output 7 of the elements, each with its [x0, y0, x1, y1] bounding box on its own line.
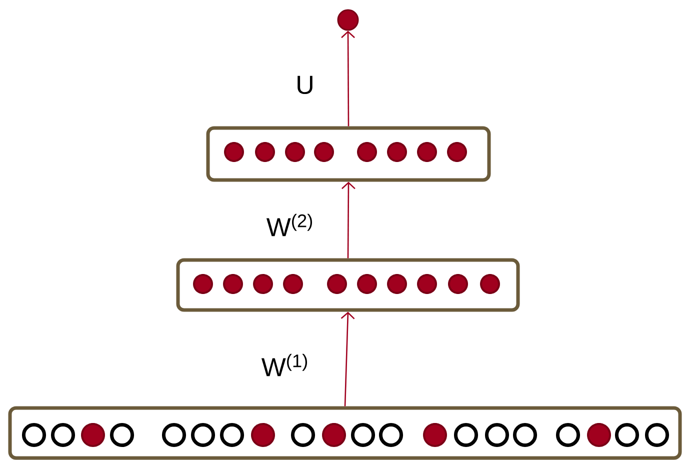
arrow — [342, 182, 356, 258]
output-neuron — [337, 9, 359, 31]
arrow — [340, 312, 355, 406]
arrow — [341, 30, 355, 126]
edge-label: U — [298, 76, 312, 94]
edge-label: W$^{(1)}$ — [261, 354, 307, 376]
edge-label: W$^{(2)}$ — [266, 214, 312, 236]
